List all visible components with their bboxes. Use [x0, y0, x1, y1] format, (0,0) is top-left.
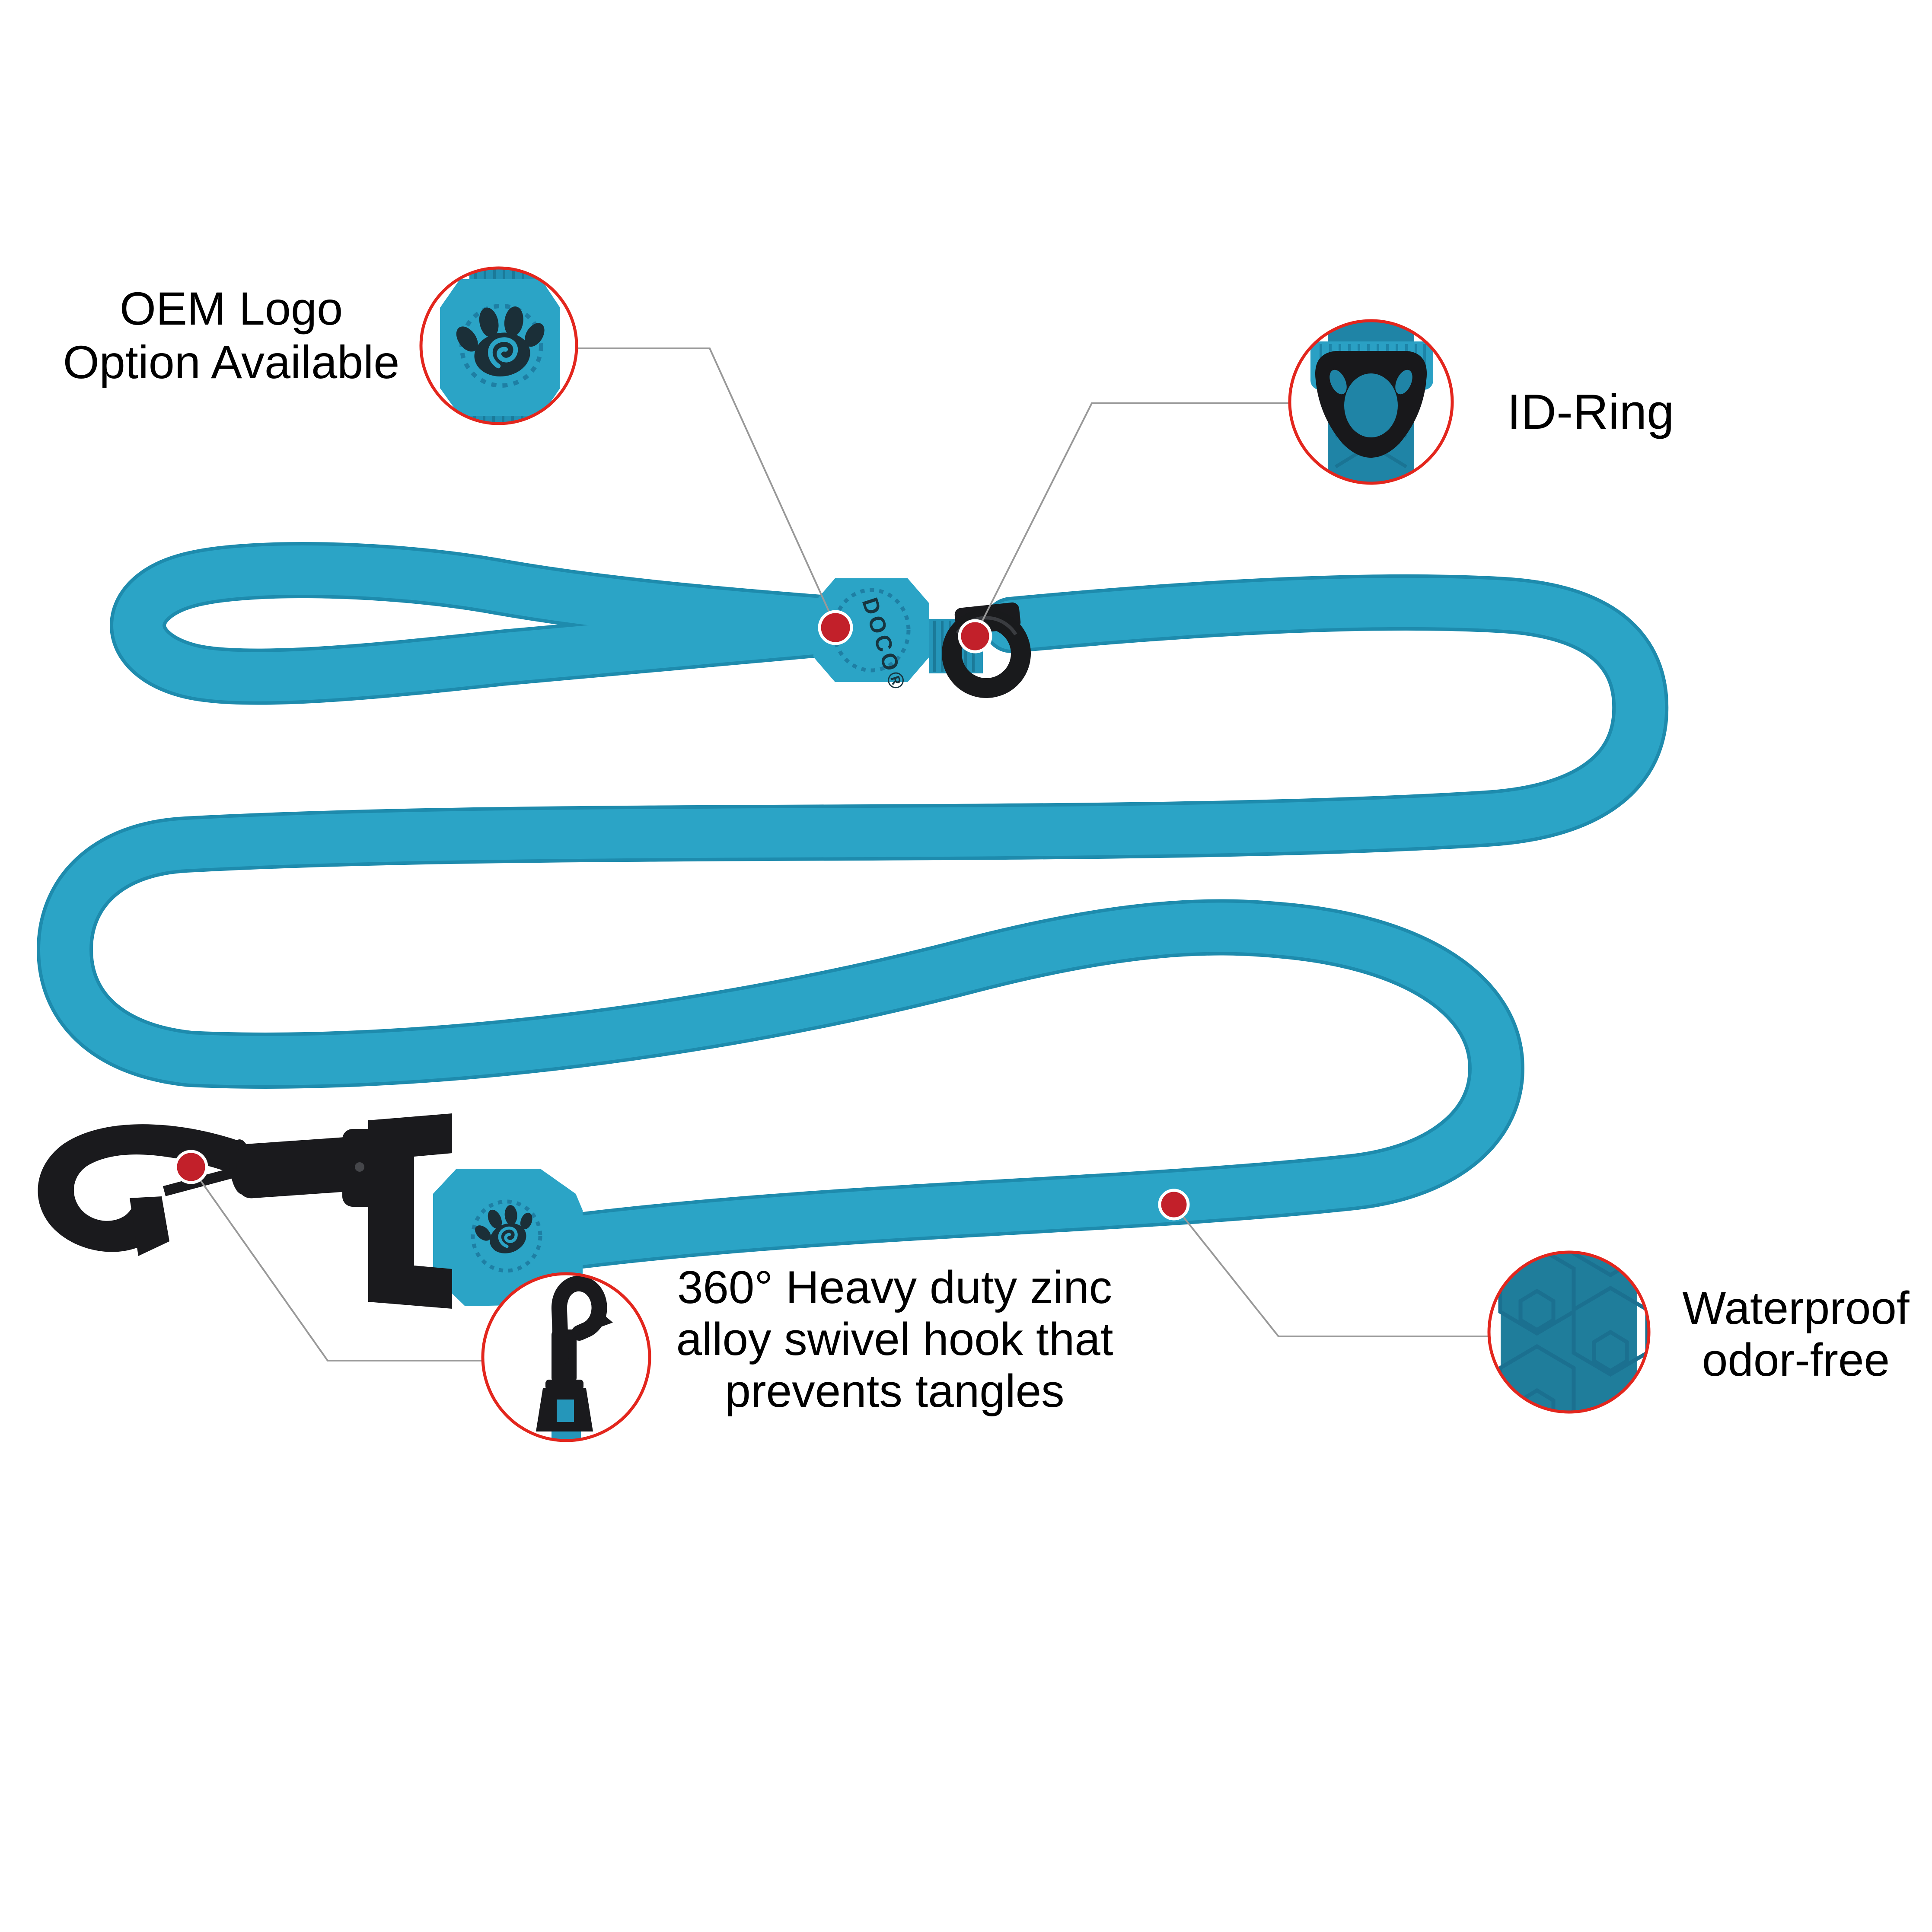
waterproof-label-line2: odor-free: [1702, 1334, 1890, 1386]
oem-logo-label: OEM Logo Option Available: [9, 282, 454, 389]
leash-coil: [40, 577, 1665, 1265]
connector-lines: [190, 348, 1490, 1361]
d-ring-icon: [1310, 321, 1433, 483]
snap-hook-gate: [163, 1167, 237, 1196]
connector-id-ring: [974, 402, 1291, 636]
snap-hook-icon: [536, 1275, 613, 1441]
oem-logo-label-line1: OEM Logo: [119, 282, 343, 335]
marker-hook: [174, 1150, 208, 1184]
hook-logo-tag: [433, 1169, 583, 1306]
marker-waterproof: [1158, 1189, 1190, 1221]
connector-waterproof: [1173, 1204, 1490, 1337]
swivel-hook-label-line2: alloy swivel hook that: [676, 1313, 1113, 1365]
marker-id-ring: [958, 619, 992, 654]
callout-waterproof: [1487, 1250, 1651, 1414]
textured-strap-swatch-icon: [1500, 1252, 1647, 1412]
handle-loop: [113, 545, 861, 701]
snap-hook-assembly: [38, 1113, 583, 1309]
swivel-hook-label-line1: 360° Heavy duty zinc: [677, 1261, 1113, 1313]
callout-id-ring: [1288, 319, 1454, 485]
callout-oem-logo: [419, 266, 578, 425]
hook-shaft: [236, 1136, 368, 1199]
connector-oem: [577, 348, 836, 626]
id-ring-label: ID-Ring: [1507, 385, 1674, 440]
leash-strap: [37, 542, 1669, 1269]
waterproof-label: Waterproof odor-free: [1640, 1282, 1932, 1386]
id-ring-hardware: [942, 602, 1031, 698]
connector-hook: [190, 1166, 484, 1361]
logo-tag: DOCO®: [813, 578, 929, 695]
swivel-hook-label-line3: prevents tangles: [725, 1365, 1065, 1417]
paw-logo-tag-icon: [440, 268, 560, 424]
callout-swivel-hook: [481, 1272, 651, 1442]
oem-logo-label-line2: Option Available: [63, 336, 400, 388]
swivel-yoke: [368, 1113, 452, 1309]
snap-hook-latch: [130, 1196, 169, 1256]
marker-dots: [174, 610, 1190, 1221]
marker-oem-logo: [818, 610, 853, 645]
waterproof-label-line1: Waterproof: [1682, 1282, 1910, 1334]
swivel-hook-label: 360° Heavy duty zinc alloy swivel hook t…: [627, 1261, 1163, 1417]
